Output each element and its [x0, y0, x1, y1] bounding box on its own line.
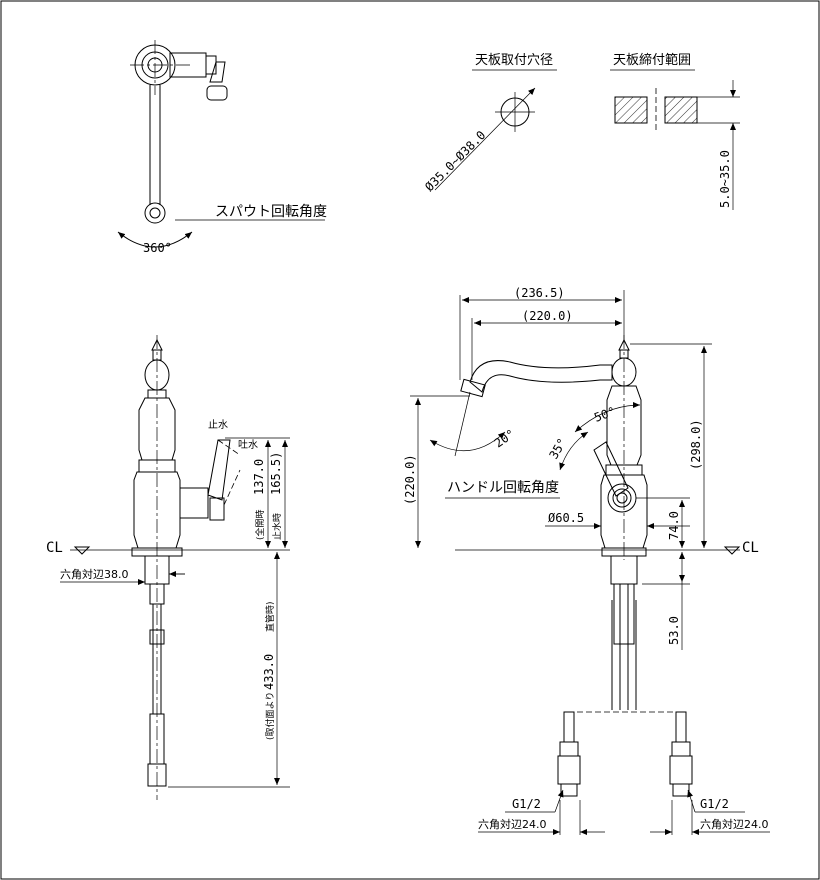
- dim-137-note: (全開時: [254, 509, 266, 540]
- dim-165-note: 止水時: [271, 513, 283, 540]
- dim-433-note-b: 直管時): [264, 601, 276, 632]
- spout-angle-label: 360°: [143, 241, 172, 255]
- hole-diameter-title: 天板取付穴径: [475, 53, 553, 68]
- dim-53-value: 53.0: [667, 616, 681, 645]
- g-left-label: G1/2: [512, 797, 541, 811]
- dim-298-value: (298.0): [689, 419, 703, 470]
- stop-water-label: 止水: [208, 419, 228, 431]
- hex-24-left-label: 六角対辺24.0: [478, 817, 547, 831]
- dim-137-value: 137.0: [252, 459, 266, 495]
- cl-left-label: CL: [46, 540, 63, 556]
- angle-50-label: 50°: [592, 404, 617, 425]
- angle-20-label: 20°: [492, 427, 518, 451]
- dim-165-value: 165.5): [269, 452, 283, 495]
- dim-220-top-value: (220.0): [522, 309, 573, 323]
- dim-220-side-value: (220.0): [403, 454, 417, 505]
- dim-74-value: 74.0: [667, 511, 681, 540]
- side-elevation: 20° 50° 35° ハンドル回転角度 (236.5) (220.0) (22…: [403, 286, 770, 835]
- clamp-range-value: 5.0~35.0: [718, 150, 732, 208]
- spout-rotation-label: スパウト回転角度: [215, 204, 327, 220]
- clamp-range-title: 天板締付範囲: [613, 52, 691, 68]
- dia-60-value: Ø60.5: [548, 511, 584, 525]
- hex-38-label: 六角対辺38.0: [60, 567, 129, 581]
- cl-right-label: CL: [742, 540, 759, 556]
- dim-433-value: 433.0: [262, 654, 276, 690]
- hole-diameter-detail: 天板取付穴径 Ø35.0~Ø38.0: [422, 53, 557, 194]
- dim-236-value: (236.5): [514, 286, 565, 300]
- dim-433-note-a: (取付面より: [265, 692, 276, 740]
- g-right-label: G1/2: [700, 797, 729, 811]
- hex-24-right-label: 六角対辺24.0: [700, 817, 769, 831]
- hole-diameter-value: Ø35.0~Ø38.0: [422, 128, 488, 194]
- spout-water-label: 吐水: [238, 439, 258, 451]
- angle-35-label: 35°: [546, 436, 569, 462]
- clamp-range-detail: 天板締付範囲 5.0~35.0: [610, 52, 740, 210]
- front-elevation: 止水 吐水 CL 六角対辺38.0 137.0 (全開時 165.5) 止水時 …: [46, 335, 290, 800]
- handle-rotation-label: ハンドル回転角度: [447, 480, 559, 496]
- plan-view: 360° スパウト回転角度: [117, 40, 327, 255]
